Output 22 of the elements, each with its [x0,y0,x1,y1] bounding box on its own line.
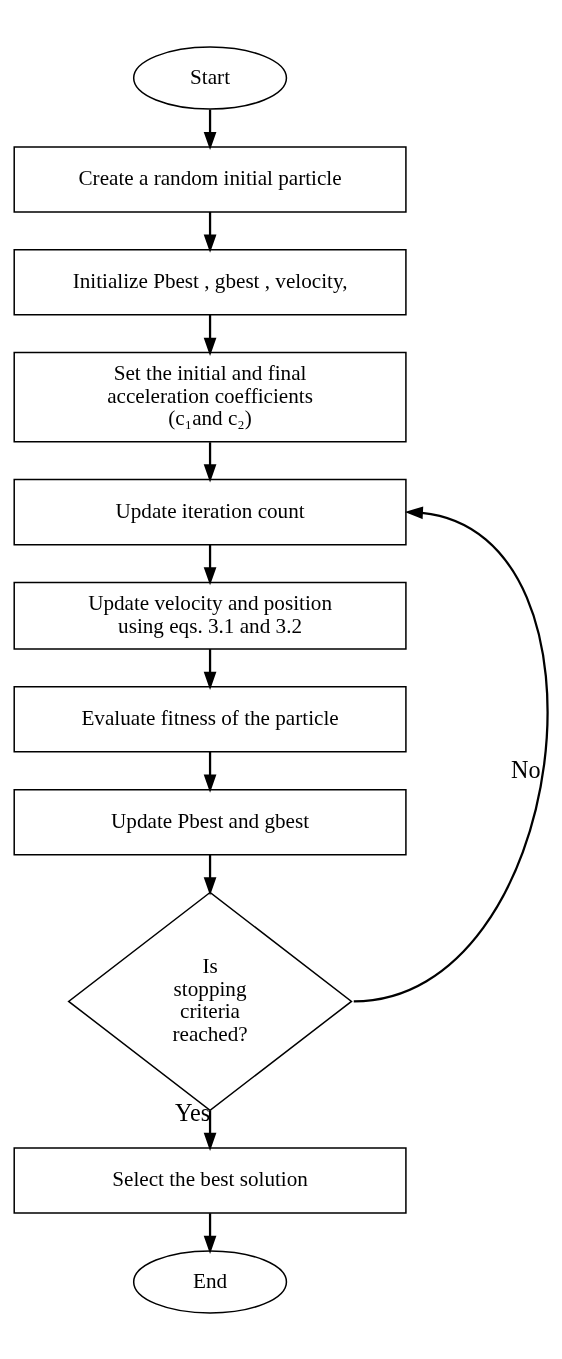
arrow [203,1109,217,1151]
arrow [203,854,217,895]
node-box: Update Pbest and gbest [13,788,407,855]
node-ellipse: End [132,1249,288,1314]
node-box: Create a random initial particle [13,145,407,213]
arrow [203,314,217,356]
arrow [203,211,217,253]
arrow [203,544,217,585]
arrow [203,751,217,793]
node-box: Select the best solution [13,1146,407,1214]
node-box: Update iteration count [13,478,407,545]
node-box: Update velocity and position using eqs. 3.1 and 3.2 [13,581,407,650]
arrow [203,1212,217,1254]
node-ellipse: Start [132,45,288,110]
arrow [203,441,217,483]
edge-label: No [510,755,541,783]
node-box: Evaluate fitness of the particle [13,685,407,753]
node-box: Set the initial and final acceleration coefficients (c₁and c₂) [13,351,407,443]
arrow [203,109,217,150]
node-box: Initialize Pbest , gbest , velocity, [13,248,407,315]
arrow [353,506,549,1002]
arrow [203,648,217,690]
